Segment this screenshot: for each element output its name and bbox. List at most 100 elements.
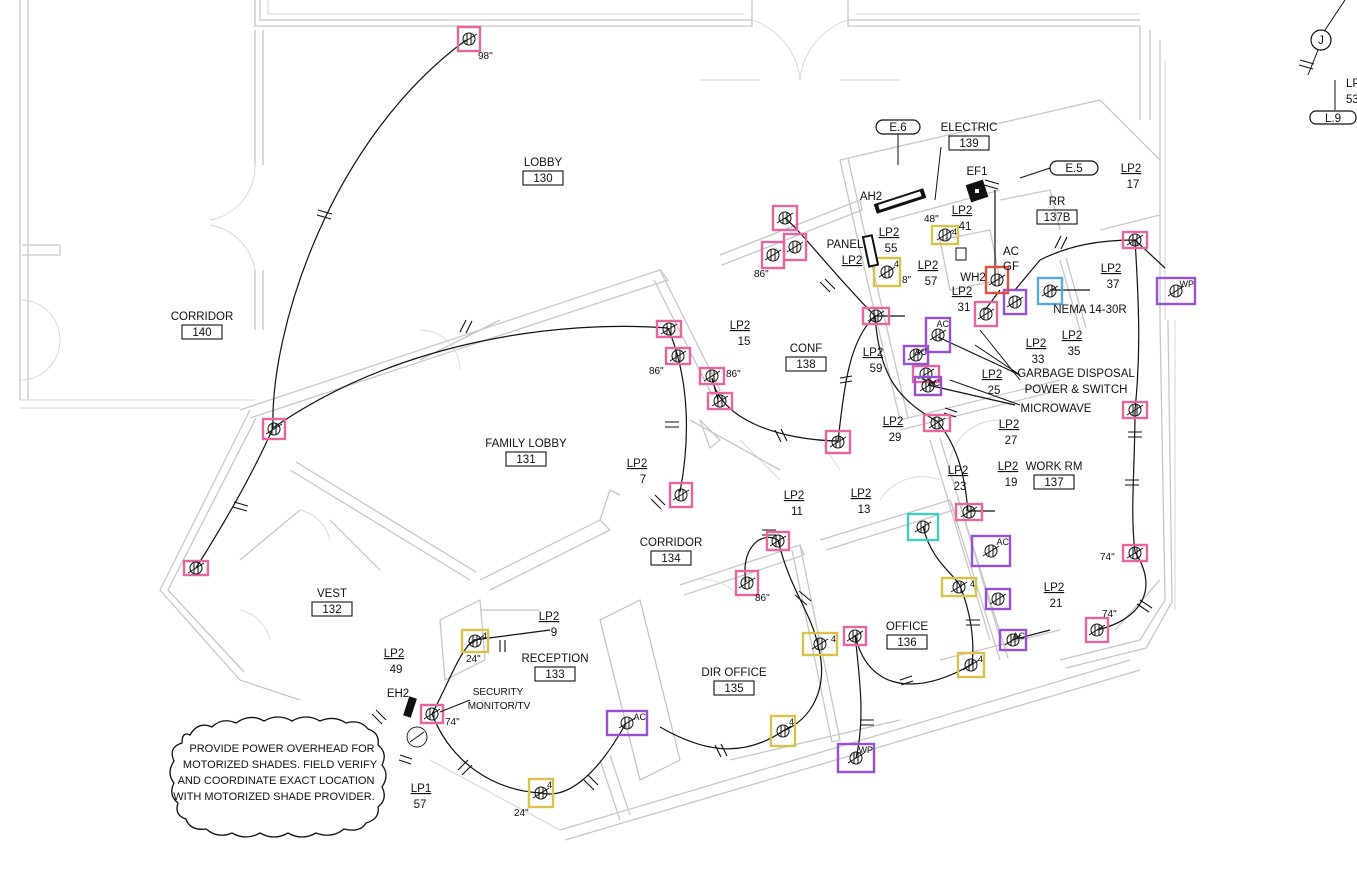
ef1-tag: EF1 bbox=[966, 166, 987, 178]
ref-lp-num: 53 bbox=[1346, 94, 1357, 106]
receptacle-icon bbox=[849, 751, 863, 765]
receptacle-icon bbox=[952, 580, 966, 594]
reference-tags: E.6 E.5 J L.9 LP 53 bbox=[875, 0, 1357, 179]
device-box bbox=[954, 502, 984, 522]
equipment-tags: PANEL LP2 AH2 EF1 WH2 EH2 AC GF NEMA 14-… bbox=[387, 146, 1135, 713]
room-tag-lobby: LOBBY 130 bbox=[522, 157, 564, 186]
ref-j: J bbox=[1318, 35, 1324, 47]
room-tag-vest: VEST 132 bbox=[311, 588, 353, 617]
ref-l9: L.9 bbox=[1325, 113, 1341, 125]
ref-e5: E.5 bbox=[1065, 163, 1082, 175]
ah2-tag: AH2 bbox=[860, 191, 882, 203]
pink-device-marker bbox=[842, 625, 868, 647]
svg-text:59: 59 bbox=[870, 363, 883, 375]
device-tag: AC bbox=[914, 347, 927, 357]
svg-text:41: 41 bbox=[959, 221, 972, 233]
device-box bbox=[998, 628, 1028, 652]
teal-device-marker bbox=[906, 512, 940, 542]
yellow-device-marker: 4 bbox=[930, 224, 960, 246]
receptacle-icon bbox=[1043, 284, 1057, 298]
svg-text:25: 25 bbox=[988, 385, 1001, 397]
room-number: 138 bbox=[796, 359, 815, 371]
svg-text:LP2: LP2 bbox=[1044, 582, 1064, 594]
receptacle-icon bbox=[462, 32, 476, 46]
receptacle-icon bbox=[869, 309, 883, 323]
svg-text:33: 33 bbox=[1032, 354, 1045, 366]
room-tag-corridor-140: CORRIDOR 140 bbox=[171, 311, 233, 340]
device-box bbox=[1121, 400, 1149, 420]
receptacle-icon bbox=[425, 707, 439, 721]
height-label: 24" bbox=[466, 654, 481, 665]
device-box bbox=[527, 777, 555, 809]
receptacle-icon bbox=[938, 228, 952, 242]
receptacle-icon bbox=[964, 658, 978, 672]
device-tag: AC bbox=[927, 378, 940, 388]
svg-text:LP2: LP2 bbox=[1026, 338, 1046, 350]
device-box bbox=[930, 224, 960, 246]
receptacle-icon bbox=[1008, 295, 1022, 309]
receptacle-icon bbox=[962, 505, 976, 519]
pink-device-marker bbox=[664, 346, 692, 366]
height-label: 86" bbox=[754, 269, 769, 280]
device-tag: AC bbox=[1012, 631, 1025, 641]
cloud-note-line-4: WITH MOTORIZED SHADE PROVIDER. bbox=[173, 791, 374, 803]
svg-text:15: 15 bbox=[738, 336, 751, 348]
svg-text:35: 35 bbox=[1068, 346, 1081, 358]
room-number: 135 bbox=[724, 683, 743, 695]
svg-text:13: 13 bbox=[858, 504, 871, 516]
room-number: 132 bbox=[322, 604, 341, 616]
svg-text:LP2: LP2 bbox=[1062, 330, 1082, 342]
device-box bbox=[456, 25, 482, 53]
device-box bbox=[902, 344, 930, 366]
pink-device-marker bbox=[782, 232, 808, 262]
svg-text:57: 57 bbox=[925, 276, 938, 288]
device-box bbox=[872, 256, 902, 288]
device-box bbox=[906, 512, 940, 542]
ref-lp: LP bbox=[1346, 78, 1357, 90]
receptacle-icon bbox=[1090, 623, 1104, 637]
room-tag-dir-office: DIR OFFICE 135 bbox=[701, 667, 767, 696]
purple-device-marker: AC bbox=[913, 375, 943, 397]
receptacle-icon bbox=[740, 576, 754, 590]
svg-text:LP2: LP2 bbox=[879, 227, 899, 239]
receptacle-icon bbox=[931, 328, 945, 342]
device-box bbox=[970, 534, 1012, 568]
svg-text:LP2: LP2 bbox=[982, 369, 1002, 381]
pink-device-marker bbox=[734, 569, 760, 597]
svg-text:11: 11 bbox=[791, 506, 803, 518]
svg-text:LP2: LP2 bbox=[1101, 263, 1121, 275]
svg-text:9: 9 bbox=[551, 627, 557, 639]
device-tag: 4 bbox=[482, 631, 487, 641]
receptacle-icon bbox=[705, 369, 719, 383]
svg-text:37: 37 bbox=[1107, 279, 1120, 291]
device-box bbox=[1084, 616, 1110, 644]
room-name: FAMILY LOBBY bbox=[485, 438, 567, 450]
receptacle-icon bbox=[880, 265, 894, 279]
device-tag: 4 bbox=[978, 654, 983, 664]
mounting-heights: 98" 86" 86" 86" 86" 48" 24" 24" 74" 74" … bbox=[445, 51, 1117, 819]
device-box bbox=[1002, 288, 1028, 316]
svg-text:LP2: LP2 bbox=[384, 648, 404, 660]
wh2-tag: WH2 bbox=[960, 272, 986, 284]
room-number: 136 bbox=[897, 637, 916, 649]
receptacle-icon bbox=[671, 349, 685, 363]
purple-device-marker: AC bbox=[924, 316, 952, 354]
pink-device-marker bbox=[922, 413, 952, 433]
svg-text:LP2: LP2 bbox=[851, 488, 871, 500]
room-tag-work-rm: WORK RM 137 bbox=[1026, 461, 1082, 490]
receptacle-icon bbox=[990, 273, 1004, 287]
cloud-note: PROVIDE POWER OVERHEAD FOR MOTORIZED SHA… bbox=[169, 716, 387, 838]
device-tag: 4 bbox=[789, 717, 794, 727]
room-number: 140 bbox=[192, 327, 211, 339]
room-tag-office: OFFICE 136 bbox=[886, 621, 928, 650]
purple-device-marker: AC bbox=[998, 628, 1028, 652]
device-box bbox=[861, 306, 891, 326]
room-name: CORRIDOR bbox=[640, 537, 703, 549]
svg-text:LP2: LP2 bbox=[784, 490, 804, 502]
height-label: 74" bbox=[1102, 609, 1117, 620]
